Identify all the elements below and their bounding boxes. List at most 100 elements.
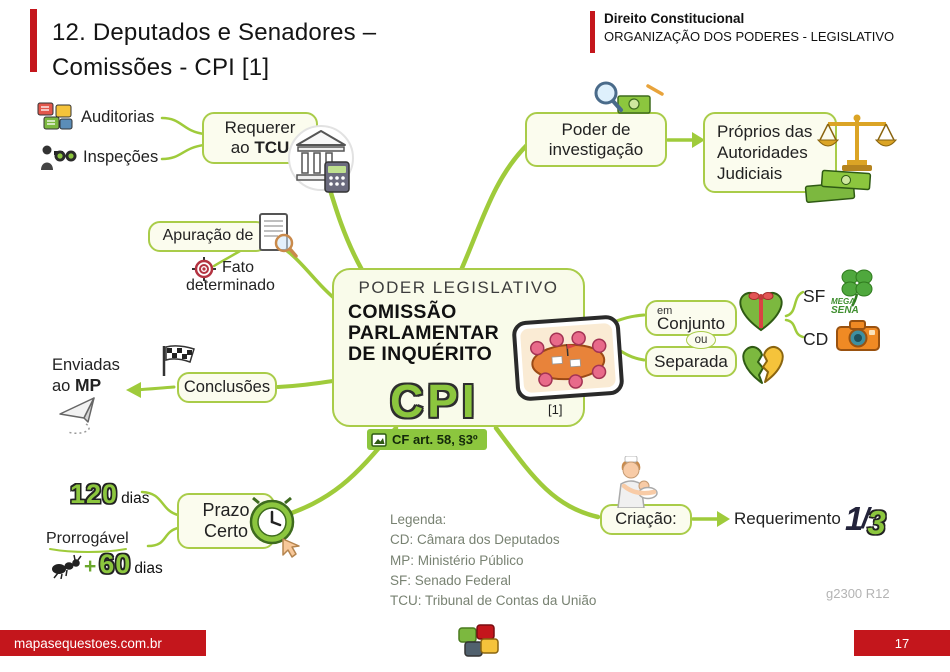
money-bills-icon	[804, 169, 872, 203]
dias-120-suffix: dias	[121, 490, 150, 507]
sf-label: SF	[803, 286, 826, 306]
one-third-fraction: 1 / 3	[845, 496, 886, 542]
legend: Legenda: CD: Câmara dos Deputados MP: Mi…	[390, 510, 596, 611]
picture-icon	[371, 432, 387, 447]
audit-papers-icon	[37, 102, 73, 130]
meeting-table-illustration	[512, 315, 624, 401]
cpi-center-node: PODER LEGISLATIVO COMISSÃO PARLAMENTAR D…	[332, 268, 624, 427]
node-criacao: Criação:	[600, 504, 692, 535]
investigacao-line2: investigação	[548, 139, 644, 159]
header-topic: ORGANIZAÇÃO DOS PODERES - LEGISLATIVO	[604, 29, 895, 44]
arrow-to-autoridades	[692, 132, 705, 148]
item-inspecoes: Inspeções	[38, 142, 158, 172]
mapas-e-questoes-logo	[458, 624, 499, 657]
tcu-label: TCU	[254, 138, 290, 157]
prazo-label-line2: Certo	[203, 521, 248, 541]
sena-text: SENA	[831, 305, 859, 314]
conjunto-label: Conjunto	[656, 313, 726, 333]
plus-sign: +	[84, 555, 97, 578]
dias-60-suffix: dias	[134, 560, 163, 577]
nurse-baby-icon	[617, 456, 658, 508]
broken-heart-icon	[742, 346, 784, 384]
ou-connector: ou	[686, 331, 716, 349]
title-accent-bar	[30, 9, 37, 72]
target-icon	[192, 257, 216, 281]
proprios-line2: Autoridades	[717, 143, 808, 162]
cf-article-badge: CF art. 58, §3º	[367, 429, 487, 450]
investigation-icon	[594, 81, 664, 114]
dias-120: 120 dias	[70, 479, 150, 510]
conclusoes-label: Conclusões	[183, 378, 271, 397]
checkered-flag-icon	[162, 345, 195, 376]
center-kicker: PODER LEGISLATIVO	[358, 278, 559, 297]
fraction-denominator: 3	[867, 504, 886, 541]
footer-website-link[interactable]: mapasequestoes.com.br	[0, 630, 206, 656]
footnote-ref: [1]	[548, 402, 563, 417]
document-magnifier-icon	[259, 213, 298, 258]
center-title: COMISSÃO PARLAMENTAR DE INQUÉRITO	[348, 302, 583, 365]
node-conjunto: em Conjunto	[645, 300, 737, 336]
page-number-badge: 17	[854, 630, 950, 656]
enviadas-mp-label: Enviadas ao MP	[52, 355, 120, 396]
camera-icon	[836, 320, 880, 351]
footer-website-text: mapasequestoes.com.br	[14, 635, 162, 651]
legend-item-tcu: TCU: Tribunal de Contas da União	[390, 593, 597, 608]
dias-60-number: 60	[99, 549, 132, 579]
page-number: 17	[894, 635, 910, 651]
binoculars-icon	[41, 145, 77, 170]
criacao-label: Criação:	[615, 510, 677, 529]
node-conclusoes: Conclusões	[177, 372, 277, 403]
separada-label: Separada	[654, 351, 728, 371]
legend-item-sf: SF: Senado Federal	[390, 572, 511, 588]
paper-plane-icon	[59, 397, 95, 435]
cd-label: CD	[803, 329, 829, 349]
ant-icon	[52, 554, 82, 579]
auditorias-label: Auditorias	[81, 107, 155, 126]
header-subject: Direito Constitucional	[604, 11, 745, 26]
inspecoes-label: Inspeções	[83, 147, 159, 166]
header-topic-block: Direito Constitucional ORGANIZAÇÃO DOS P…	[590, 11, 894, 53]
header-red-divider	[590, 11, 595, 53]
scales-of-justice-icon	[816, 114, 898, 171]
proprios-line3: Judiciais	[717, 164, 783, 183]
dias-60: + 60 dias	[84, 549, 163, 580]
fraction-slash: /	[861, 502, 870, 535]
page-title-line2: Comissões - CPI [1]	[52, 54, 270, 81]
cf-article-text: CF art. 58, §3º	[392, 432, 478, 447]
mega-sena-clover-icon: MEGA SENA	[831, 269, 873, 314]
arrow-to-requerimento	[717, 511, 730, 527]
clock-hand-icon	[249, 496, 300, 558]
fato-label-line2: determinado	[186, 277, 275, 294]
legend-title: Legenda:	[390, 512, 447, 527]
mp-label: MP	[74, 375, 102, 395]
node-poder-investigacao: Poder de investigação	[525, 112, 667, 167]
document-code: g2300 R12	[826, 586, 890, 601]
prorrogavel-label: Prorrogável	[46, 530, 129, 547]
dias-120-number: 120	[70, 479, 119, 509]
enviadas-ao: ao	[52, 377, 75, 395]
legend-item-cd: CD: Câmara dos Deputados	[390, 532, 560, 548]
center-title-line2: PARLAMENTAR	[348, 322, 499, 344]
prazo-label-line1: Prazo	[202, 500, 250, 520]
center-title-line1: COMISSÃO	[348, 301, 457, 323]
node-separada: Separada	[645, 346, 737, 377]
center-title-line3: DE INQUÉRITO	[348, 343, 493, 365]
requerer-ao: ao	[230, 138, 255, 157]
enviadas-line1: Enviadas	[52, 356, 120, 374]
apuracao-label: Apuração de	[162, 227, 254, 245]
fraction-numerator: 1	[845, 500, 864, 537]
bank-calculator-icon	[288, 125, 354, 193]
requerimento-label: Requerimento	[734, 509, 841, 528]
item-auditorias: Auditorias	[36, 101, 154, 133]
em-label: em	[657, 304, 673, 317]
requerer-label: Requerer	[224, 118, 296, 138]
fato-label-line1: Fato	[222, 259, 255, 276]
legend-item-mp: MP: Ministério Público	[390, 552, 524, 568]
cpi-acronym: CPI	[390, 375, 479, 427]
arrow-to-mp	[126, 382, 141, 398]
page-title-line1: 12. Deputados e Senadores –	[52, 19, 377, 46]
mega-text: MEGA	[831, 297, 855, 306]
proprios-line1: Próprios das	[717, 122, 813, 141]
node-apuracao: Apuração de	[148, 221, 268, 252]
